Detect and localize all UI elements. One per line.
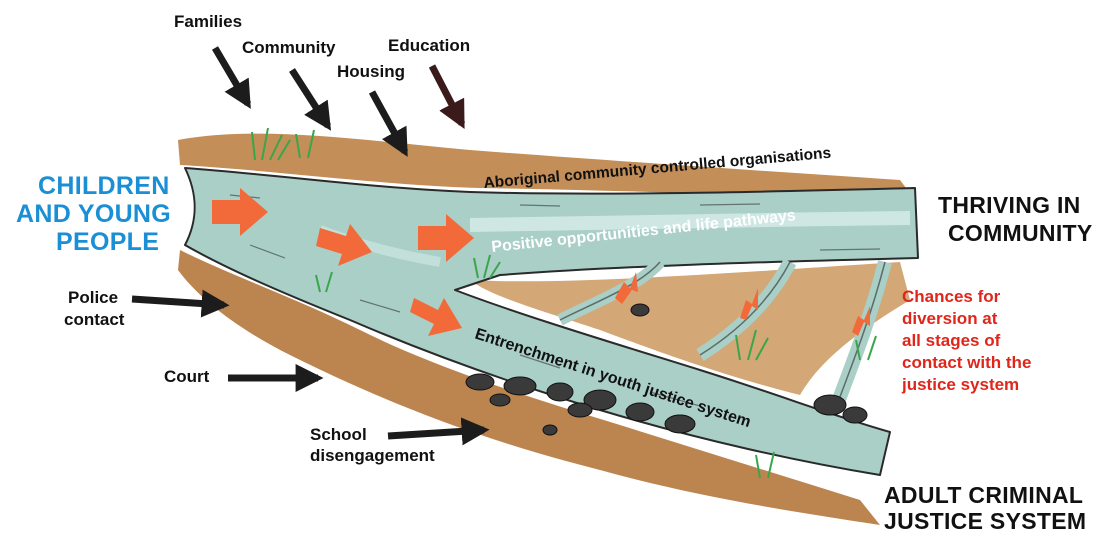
education-arrow [432,66,462,124]
police-contact-line2: contact [64,310,124,330]
diversion-line3: all stages of [902,330,1000,351]
diversion-line2: diversion at [902,308,997,329]
community-arrow [292,70,328,126]
housing-label: Housing [337,62,405,82]
adult-justice-heading-line2: JUSTICE SYSTEM [884,508,1086,533]
school-disengagement-arrow [388,430,484,436]
children-heading-line3: PEOPLE [56,228,159,256]
education-label: Education [388,36,470,56]
children-heading-line1: CHILDREN [38,172,170,200]
families-label: Families [174,12,242,32]
diversion-line4: contact with the [902,352,1031,373]
children-heading-line2: AND YOUNG [16,200,171,228]
diversion-line1: Chances for [902,286,1000,307]
diversion-line5: justice system [902,374,1019,395]
community-label: Community [242,38,336,58]
court-label: Court [164,367,209,387]
school-line2: disengagement [310,446,435,466]
adult-justice-heading-line1: ADULT CRIMINAL [884,482,1083,508]
thriving-heading-line1: THRIVING IN [938,192,1081,218]
police-contact-line1: Police [68,288,118,308]
school-line1: School [310,425,367,445]
thriving-heading-line2: COMMUNITY [948,220,1093,246]
